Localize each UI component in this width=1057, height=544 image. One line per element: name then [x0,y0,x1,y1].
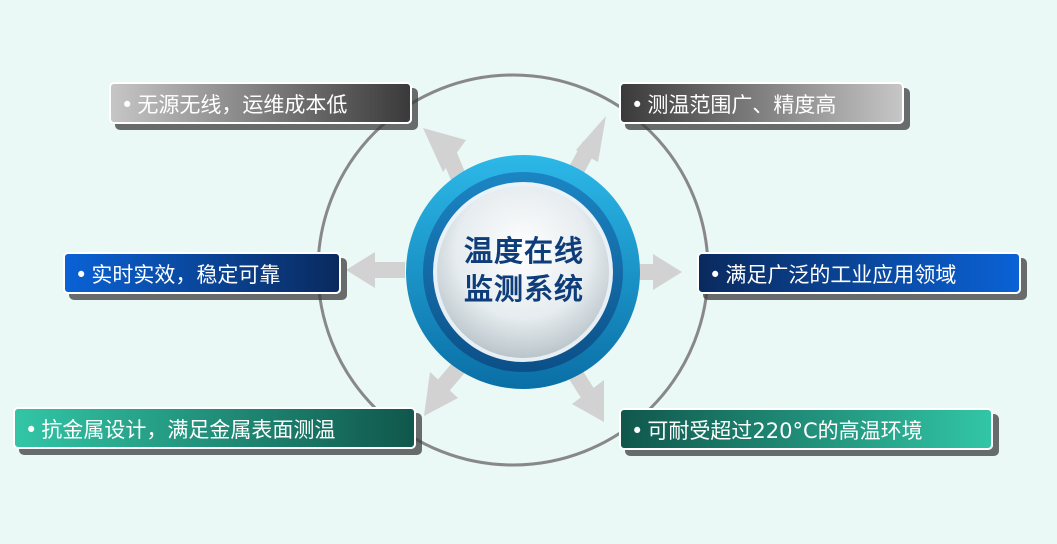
center-title-line1: 温度在线 [463,234,584,268]
bullet-icon: • [631,419,644,443]
center-emblem [406,155,640,389]
center-title: 温度在线 监测系统 [440,232,608,308]
bullet-icon: • [25,418,38,442]
feature-box-mid-left: •实时实效，稳定可靠 [63,252,341,294]
feature-text: 满足广泛的工业应用领域 [725,263,957,287]
feature-box-bottom-left: •抗金属设计，满足金属表面测温 [13,407,416,449]
feature-text: 测温范围广、精度高 [647,93,837,117]
feature-text: 可耐受超过220°C的高温环境 [647,419,923,443]
feature-box-top-right: •测温范围广、精度高 [619,82,904,124]
feature-box-top-left: •无源无线，运维成本低 [109,82,412,124]
arrow-left [346,252,405,288]
bullet-icon: • [121,93,134,117]
feature-box-mid-right: •满足广泛的工业应用领域 [697,252,1021,294]
bullet-icon: • [709,263,722,287]
feature-box-bottom-right: •可耐受超过220°C的高温环境 [619,408,993,450]
feature-text: 实时实效，稳定可靠 [91,263,281,287]
bullet-icon: • [631,93,644,117]
feature-text: 无源无线，运维成本低 [137,93,348,117]
bullet-icon: • [75,263,88,287]
feature-text: 抗金属设计，满足金属表面测温 [41,418,336,442]
center-title-line2: 监测系统 [463,272,584,306]
